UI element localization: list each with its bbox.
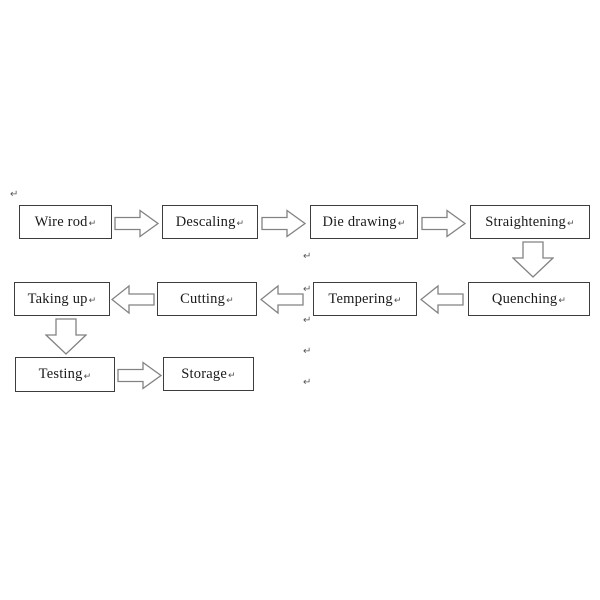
flow-node-descaling: Descaling↵ [162, 205, 258, 239]
node-label: Straightening [485, 213, 566, 230]
arrow-left-icon [111, 284, 155, 315]
paragraph-return-mark: ↵ [10, 189, 19, 200]
node-label: Quenching [491, 290, 558, 307]
flow-node-testing: Testing↵ [15, 357, 115, 392]
node-label: Testing [38, 366, 83, 382]
node-label: Tempering [328, 290, 393, 307]
flow-node-straightening: Straightening↵ [470, 205, 590, 239]
paragraph-return-mark: ↵ [303, 346, 312, 357]
paragraph-return-mark: ↵ [566, 219, 575, 229]
arrow-right-icon [114, 209, 160, 238]
arrow-down-icon [512, 241, 554, 278]
node-label: Taking up [27, 290, 88, 307]
arrow-right-icon [261, 209, 307, 238]
paragraph-return-mark: ↵ [558, 296, 567, 306]
node-label: Cutting [180, 290, 226, 307]
arrow-right-icon [421, 209, 467, 238]
paragraph-return-mark: ↵ [397, 219, 406, 229]
flow-node-storage: Storage↵ [163, 357, 254, 391]
paragraph-return-mark: ↵ [303, 284, 312, 295]
flow-node-taking-up: Taking up↵ [14, 282, 110, 316]
arrow-left-icon [260, 284, 304, 315]
paragraph-return-mark: ↵ [227, 371, 236, 381]
node-label: Die drawing [322, 213, 397, 230]
node-label: Descaling [175, 213, 236, 230]
paragraph-return-mark: ↵ [83, 371, 92, 382]
paragraph-return-mark: ↵ [303, 251, 312, 262]
flow-node-die-drawing: Die drawing↵ [310, 205, 418, 239]
paragraph-return-mark: ↵ [303, 315, 312, 326]
paragraph-return-mark: ↵ [393, 296, 402, 306]
paragraph-return-mark: ↵ [88, 219, 97, 229]
paragraph-return-mark: ↵ [226, 296, 234, 306]
arrow-left-icon [420, 284, 464, 315]
arrow-down-icon [45, 318, 87, 355]
node-label: Wire rod [34, 213, 88, 230]
flow-node-quenching: Quenching↵ [468, 282, 590, 316]
paragraph-return-mark: ↵ [303, 377, 312, 388]
flow-node-tempering: Tempering↵ [313, 282, 417, 316]
paragraph-return-mark: ↵ [88, 296, 97, 306]
flow-node-cutting: Cutting↵ [157, 282, 257, 316]
flow-node-wire-rod: Wire rod↵ [19, 205, 112, 239]
paragraph-return-mark: ↵ [236, 219, 245, 229]
arrow-right-icon [117, 361, 163, 390]
node-label: Storage [181, 365, 227, 382]
